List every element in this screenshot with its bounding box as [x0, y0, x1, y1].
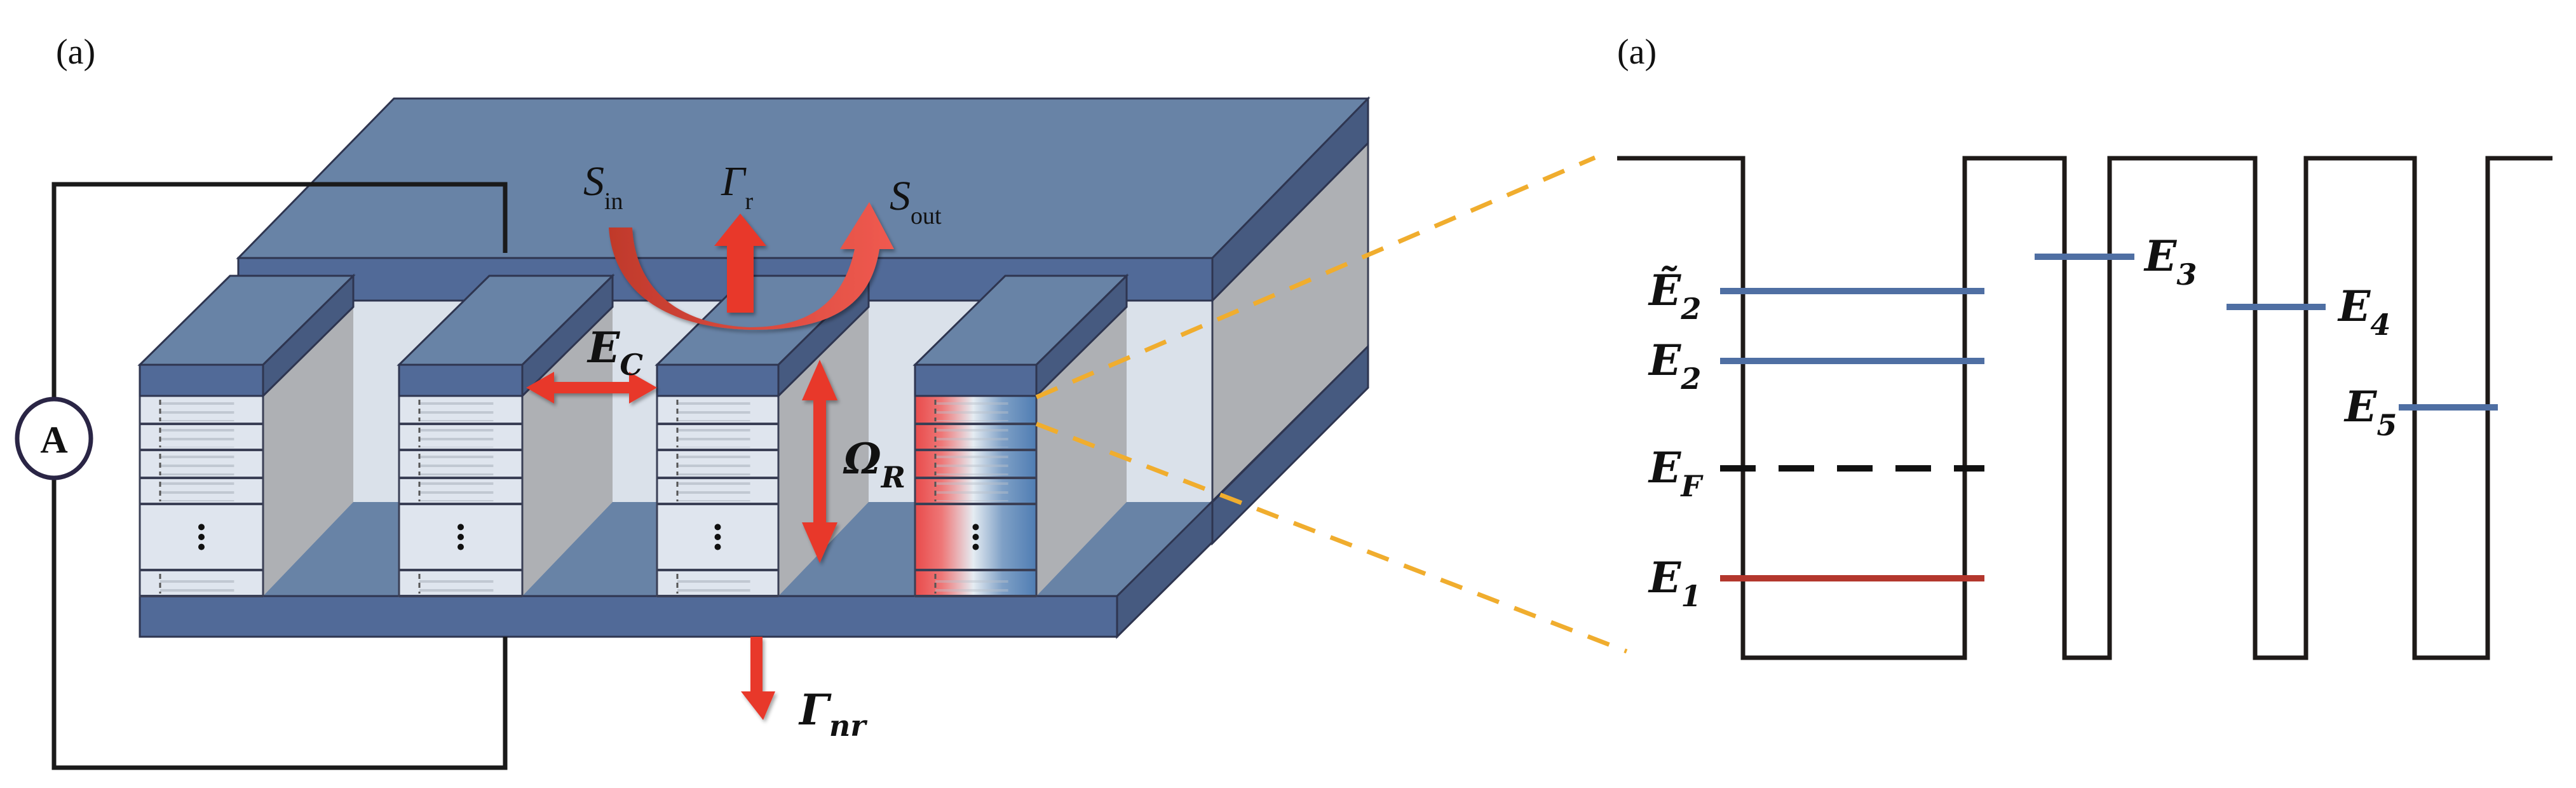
- quantum-well-stripes: [419, 574, 494, 594]
- ellipsis-dot: [458, 534, 464, 540]
- ammeter-label: A: [40, 419, 67, 461]
- quantum-well-stripes: [160, 400, 234, 421]
- ellipsis-dot: [972, 543, 979, 550]
- pillar-side-face: [263, 307, 353, 596]
- energy-level-label: E5: [2343, 382, 2397, 442]
- panel-label-right: (a): [1617, 32, 1657, 72]
- quantum-well-stripes: [677, 482, 750, 501]
- quantum-well-stripes: [935, 454, 1008, 475]
- quantum-well-stripes: [677, 428, 750, 447]
- pillar-side-face: [1036, 307, 1127, 596]
- ellipsis-dot: [198, 534, 205, 540]
- band-profile: [1617, 156, 2552, 660]
- pillar-cap-side: [521, 273, 614, 398]
- energy-level-label: Ẽ2: [1648, 266, 1701, 326]
- energy-level-label: E3: [2143, 231, 2197, 292]
- quantum-well-stripes: [935, 482, 1008, 501]
- ellipsis-dot: [972, 524, 979, 531]
- quantum-well-stripes: [677, 454, 750, 475]
- ellipsis-dot: [714, 524, 721, 531]
- quantum-well-stripes: [160, 482, 234, 501]
- energy-level-label: E2: [1648, 336, 1701, 396]
- gamma-nr-label: Γnr: [798, 685, 868, 743]
- panel-label-left: (a): [56, 32, 95, 72]
- pillar: [397, 273, 615, 597]
- ellipsis-dot: [458, 524, 464, 531]
- curved-scatter-arrow: [609, 202, 894, 330]
- energy-level-label: E4: [2337, 282, 2390, 342]
- s-out-label: Sout: [890, 173, 942, 229]
- quantum-well-stripes: [160, 574, 234, 594]
- ellipsis-dot: [714, 543, 721, 550]
- pillar: [137, 273, 356, 597]
- quantum-well-stripes: [419, 454, 494, 475]
- pillar-cap-front: [139, 363, 264, 397]
- omega-r-double-arrow: [802, 360, 837, 563]
- quantum-well-stripes: [419, 400, 494, 421]
- gamma-nr-arrow: [741, 637, 775, 720]
- bottom-slab-back-rim: [1211, 344, 1369, 546]
- ellipsis-dot: [714, 534, 721, 540]
- omega-r-label: ΩR: [843, 434, 905, 494]
- gamma-r-label: Γr: [721, 158, 754, 215]
- pillar: [912, 273, 1129, 597]
- ellipsis-dot: [198, 543, 205, 550]
- ammeter: A: [15, 397, 93, 480]
- device-3d: EC ΩR Sin Γr Sout Γnr: [15, 96, 1628, 770]
- ammeter-circle: [15, 397, 93, 480]
- pillar-cap-side: [1035, 273, 1128, 398]
- bottom-slab-front: [139, 595, 1118, 638]
- guide-line-top: [1035, 155, 1596, 400]
- ellipsis-dot: [198, 524, 205, 531]
- quantum-well-stripes: [677, 400, 750, 421]
- pillar: [654, 273, 871, 597]
- pillars: [137, 273, 1129, 597]
- quantum-well-stripes: [160, 428, 234, 447]
- pillar-cap-front: [656, 363, 780, 397]
- quantum-well-stripes: [419, 428, 494, 447]
- circuit-wire-bottom: [51, 478, 508, 770]
- pillar-cap-front: [398, 363, 524, 397]
- quantum-well-stripes: [677, 574, 750, 594]
- ellipsis-dot: [972, 534, 979, 540]
- guide-line-bottom: [1035, 421, 1628, 654]
- top-slab-top: [236, 97, 1371, 259]
- energy-level-label: EF: [1648, 443, 1704, 503]
- quantum-well-stripes: [935, 428, 1008, 447]
- s-in-label: Sin: [583, 158, 623, 215]
- ec-label: EC: [586, 323, 643, 382]
- quantum-well-stripes: [935, 574, 1008, 594]
- ellipsis-dot: [458, 543, 464, 550]
- quantum-well-stripes: [935, 400, 1008, 421]
- energy-level-label: E1: [1648, 553, 1701, 613]
- pillar-cap-side: [262, 273, 355, 398]
- quantum-well-stripes: [419, 482, 494, 501]
- quantum-well-stripes: [160, 454, 234, 475]
- circuit-wire-top: [51, 182, 508, 400]
- pillar-cap-front: [914, 363, 1038, 397]
- ec-double-arrow: [526, 372, 657, 404]
- gamma-r-arrow: [714, 214, 766, 313]
